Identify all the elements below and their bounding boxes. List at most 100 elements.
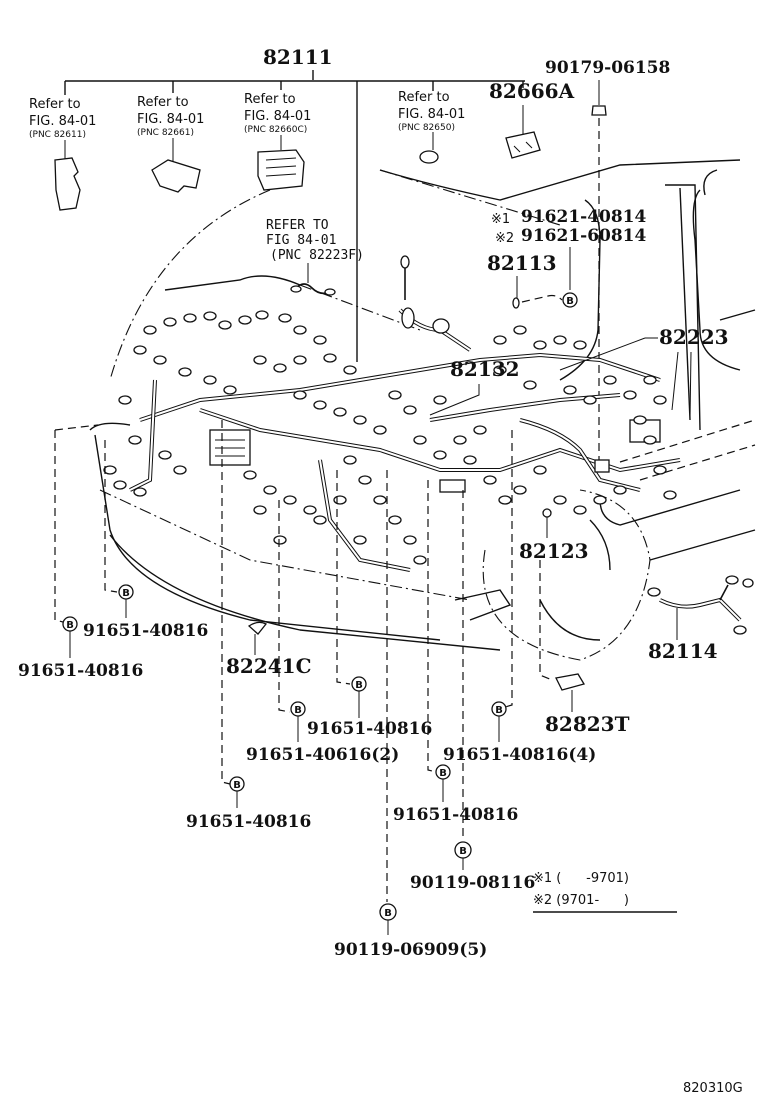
harness-connector [473,425,487,435]
harness-connector [403,405,417,415]
part-label-91651-40816: 91651-40816 [18,661,143,681]
harness-connector [173,465,187,475]
bolt-callout-b2: B 91651-40816 [83,440,208,641]
harness-connector [113,480,127,490]
harness-connector [533,465,547,475]
part-82113: 82113 [487,251,563,309]
harness-connector [603,375,617,385]
callout-text: FIG. 84-01 [29,114,96,129]
main-harness-bracket [64,70,525,362]
part-label-91621-60814: 91621-60814 [521,226,647,246]
harness-connector [373,495,387,505]
harness-connector [513,325,527,335]
callout-text: Refer to [244,92,296,107]
harness-connector [433,395,447,405]
part-82223: 82223 [559,325,729,421]
part-91621: ※1 91621-40814 ※2 91621-60814 B [491,207,647,308]
harness-connector [633,415,647,425]
reference-callout-82660C: Refer to FIG. 84-01 (PNC 82660C) [244,92,311,191]
part-label-91651-40816: 91651-40816 [186,812,311,832]
harness-connector [653,465,667,475]
harness-connector [313,515,327,525]
note-1: ※1 ( -9701) [533,871,629,886]
clip-part-icon [247,621,268,635]
callout-text: Refer to [398,90,450,105]
bolt-callout-b4: B 91651-40616(2) [246,500,399,765]
reference-callout-82650: Refer to FIG. 84-01 (PNC 82650) [398,90,465,164]
harness-connector [273,535,287,545]
harness-connector [223,385,237,395]
harness-connector [513,485,527,495]
harness-connector [313,400,327,410]
nut-icon [591,105,607,116]
callout-text: FIG. 84-01 [137,112,204,127]
reference-callout-82611: Refer to FIG. 84-01 (PNC 82611) [29,97,96,211]
bolt-callout-b3: B 91651-40816 [307,470,432,739]
callout-pnc: (PNC 82661) [137,128,194,138]
harness-connector [293,355,307,365]
harness-connector [388,390,402,400]
svg-text:B: B [495,705,503,716]
harness-connector [613,485,627,495]
harness-connector [493,335,507,345]
part-82823T: 82823T [539,560,630,736]
callout-text: REFER TO [266,218,329,233]
harness-connector [103,465,117,475]
harness-connector [303,505,317,515]
part-label-90119-06909: 90119-06909(5) [334,940,487,960]
harness-connector [293,325,307,335]
svg-text:B: B [439,768,447,779]
harness-connector [553,495,567,505]
callout-pnc: (PNC 82660C) [244,125,307,135]
part-label-91651-40816: 91651-40816 [393,805,518,825]
bracket-part-icon [505,131,541,159]
harness-connector [643,435,657,445]
callout-pnc: (PNC 82611) [29,130,86,140]
harness-connector [343,455,357,465]
harness-connector [433,450,447,460]
part-label-91651-40816: 91651-40816 [83,621,208,641]
harness-connector [343,365,357,375]
part-label-82111: 82111 [263,45,333,69]
harness-connector [373,425,387,435]
part-label-82223: 82223 [659,325,729,349]
callout-text: FIG 84-01 [266,233,336,248]
part-label-82123: 82123 [519,539,589,563]
part-82114: 82114 [647,575,754,663]
harness-connector [413,555,427,565]
harness-connector [403,535,417,545]
harness-connector [563,385,577,395]
harness-connector [583,395,597,405]
harness-connector [238,315,252,325]
callout-pnc: (PNC 82223F) [270,248,364,263]
harness-connector [643,375,657,385]
harness-connector [178,367,192,377]
harness-connector [663,490,677,500]
callout-text: Refer to [137,95,189,110]
harness-connector [333,407,347,417]
bolt-symbol: B [562,292,578,308]
harness-connector [593,495,607,505]
harness-connector [313,335,327,345]
svg-text:B: B [122,588,130,599]
harness-connector [118,395,132,405]
callout-text: FIG. 84-01 [398,107,465,122]
part-82123: 82123 [519,508,589,563]
svg-text:B: B [66,620,74,631]
svg-text:B: B [355,680,363,691]
harness-connector [413,435,427,445]
harness-connector [263,485,277,495]
part-label-82132: 82132 [450,357,520,381]
harness-connector [253,505,267,515]
harness-connector [453,435,467,445]
applicability-notes: ※1 ( -9701) ※2 (9701- ) [533,871,677,913]
harness-connector [158,450,172,460]
harness-connector [218,320,232,330]
note-2: ※2 (9701- ) [533,893,629,908]
harness-connector [533,340,547,350]
bolt-callout-b5: B 91651-40816(4) [443,430,596,765]
svg-text:B: B [294,705,302,716]
svg-text:B: B [233,780,241,791]
svg-text:B: B [384,908,392,919]
